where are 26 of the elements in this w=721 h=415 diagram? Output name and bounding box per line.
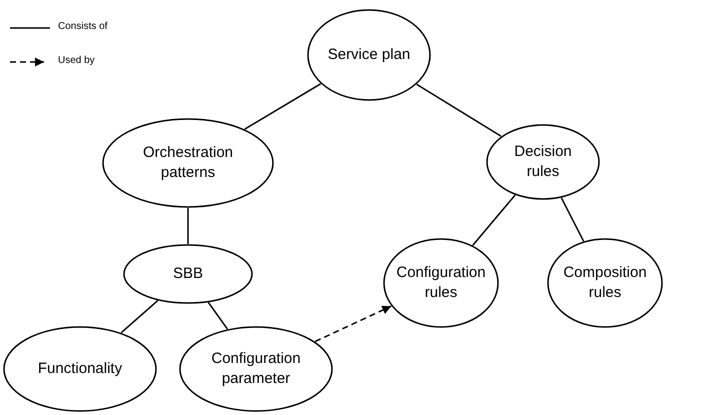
ellipse-node	[307, 9, 431, 101]
ellipse-node	[547, 238, 663, 328]
node-label: Composition rules	[562, 262, 648, 303]
ellipse-node	[383, 238, 499, 328]
connector-line	[120, 300, 158, 334]
connector-line	[208, 302, 228, 330]
connector-line	[560, 198, 584, 242]
ellipse-node	[179, 326, 333, 412]
ellipse-node	[486, 124, 600, 200]
connector-line	[416, 84, 502, 137]
ellipse-node	[102, 118, 274, 208]
node-label: Orchestration patterns	[142, 142, 234, 183]
legend-label: Used by	[58, 55, 95, 66]
node-label: Configuration parameter	[210, 348, 302, 389]
dashed-arrow	[314, 305, 392, 342]
connector-line	[472, 194, 516, 246]
ellipse-node	[3, 326, 157, 412]
connector-line	[187, 208, 189, 244]
node-label: Service plan	[328, 44, 410, 65]
connector-line	[244, 83, 322, 130]
node-label: Functionality	[38, 358, 122, 379]
node-label: SBB	[172, 264, 203, 284]
ellipse-node	[123, 244, 253, 304]
node-label: Decision rules	[513, 142, 573, 182]
legend-label: Consists of	[58, 21, 108, 32]
node-label: Configuration rules	[395, 262, 487, 303]
